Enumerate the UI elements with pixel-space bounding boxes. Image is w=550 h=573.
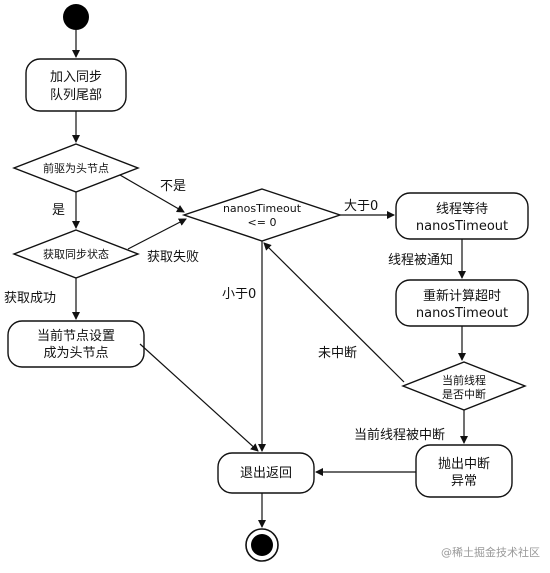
recalc-timeout-label-line2: nanosTimeout	[416, 306, 508, 321]
throw-interrupt-label-line2: 异常	[451, 474, 477, 489]
recalc-timeout-label-line1: 重新计算超时	[423, 288, 501, 304]
is-prev-head-label: 前驱为头节点	[43, 161, 109, 175]
nanos-check-label-line2: <= 0	[248, 216, 277, 229]
edge-sethead-exit	[139, 343, 259, 452]
edge-label-greater-zero: 大于0	[344, 199, 378, 214]
nanos-check-label-line1: nanosTimeout	[223, 202, 302, 215]
edge-check-nanos	[119, 174, 185, 213]
enqueue-label-line2: 队列尾部	[50, 88, 102, 103]
is-interrupted-label-line1: 当前线程	[442, 373, 486, 387]
set-head-label-line2: 成为头节点	[43, 346, 108, 361]
edge-get-nanos	[127, 218, 187, 250]
thread-wait-label-line2: nanosTimeout	[416, 219, 508, 234]
is-interrupted-label-line2: 是否中断	[442, 387, 486, 401]
edge-label-get-success: 获取成功	[4, 291, 56, 306]
edge-label-get-failed: 获取失败	[147, 250, 199, 265]
edge-label-not-interrupted: 未中断	[318, 346, 357, 361]
thread-wait-label-line1: 线程等待	[436, 201, 488, 217]
start-node	[63, 4, 89, 30]
nanos-timeout-decision	[181, 188, 343, 242]
enqueue-node	[25, 58, 127, 112]
throw-interrupt-node	[415, 444, 513, 498]
exit-return-node	[217, 452, 315, 494]
get-sync-state-label: 获取同步状态	[43, 247, 109, 261]
edge-label-not-head: 不是	[160, 179, 186, 194]
watermark: @稀土掘金技术社区	[441, 545, 540, 559]
end-node-inner	[251, 534, 273, 556]
edge-label-thread-notified: 线程被通知	[388, 252, 453, 268]
set-head-label-line1: 当前节点设置	[37, 328, 115, 344]
exit-return-label: 退出返回	[240, 466, 292, 481]
edge-label-is-head: 是	[52, 203, 65, 218]
edge-label-less-zero: 小于0	[222, 287, 256, 302]
set-head-node	[7, 320, 145, 368]
edge-interrupted-nanos	[263, 242, 405, 383]
edge-label-was-interrupted: 当前线程被中断	[354, 427, 445, 443]
enqueue-label-line1: 加入同步	[50, 70, 102, 85]
throw-interrupt-label-line1: 抛出中断	[438, 457, 490, 472]
